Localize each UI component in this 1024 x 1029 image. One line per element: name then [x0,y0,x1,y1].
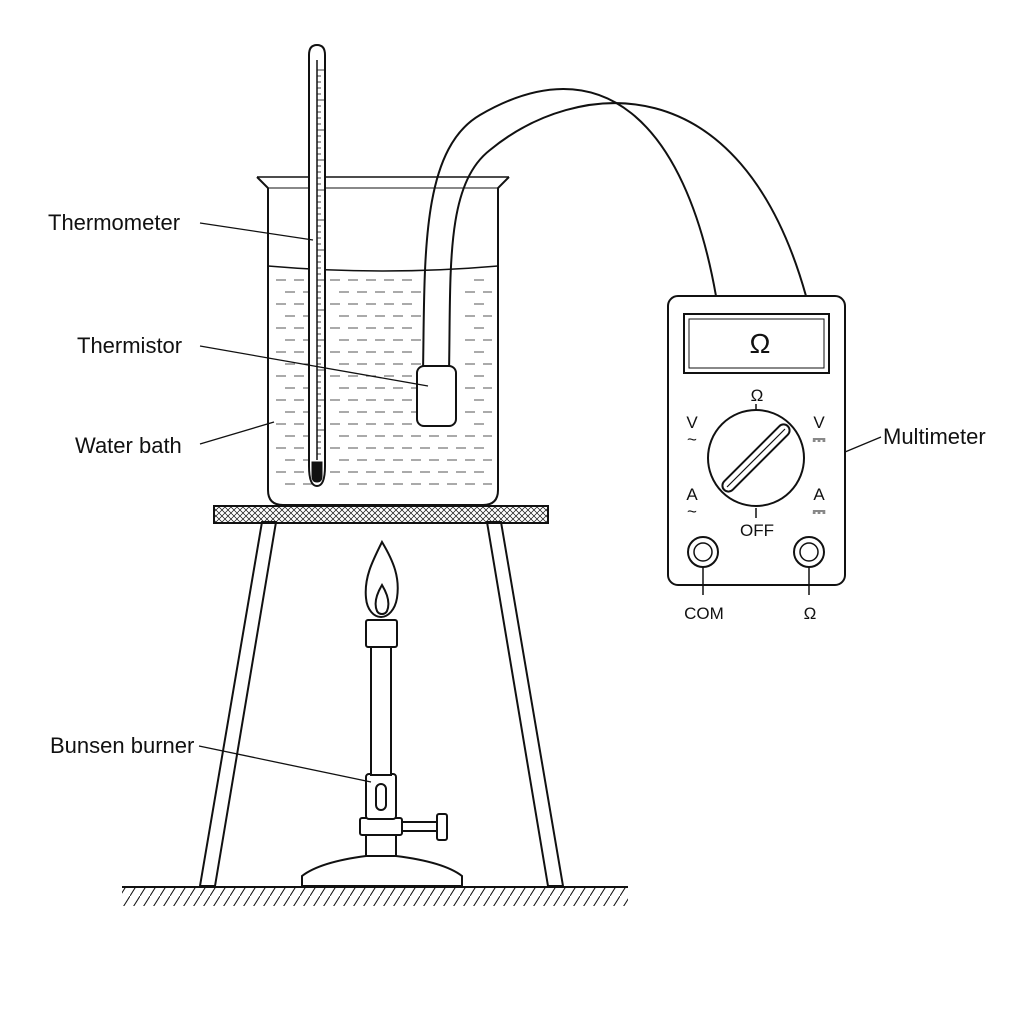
thermistor-cable [422,88,807,373]
dial-ohm-label: Ω [751,386,764,405]
thermometer-label: Thermometer [48,210,180,235]
thermometer-leader [199,222,314,241]
dial-pointer [721,423,791,493]
ac-voltage-symbol: ~ [687,430,697,449]
multimeter-display: Ω [750,328,771,359]
bunsen-burner-leader [198,745,372,783]
water-surface-dashes [276,279,492,485]
water-bath-label: Water bath [75,433,182,458]
ac-current-label: A [686,485,698,504]
com-terminal-label: COM [684,604,724,623]
multimeter [667,295,846,595]
dial-off-label: OFF [740,521,774,540]
thermistor [416,365,457,427]
thermometer-bulb [311,461,323,483]
beaker [256,176,510,506]
dc-voltage-label: V [813,413,825,432]
tripod-stand [198,505,565,887]
thermometer-scale [317,69,324,455]
bunsen-burner-label: Bunsen burner [50,733,194,758]
com-terminal[interactable] [687,536,719,568]
water-bath-leader [199,421,275,445]
flame [364,539,399,619]
thermometer [308,43,326,488]
dc-current-label: A [813,485,825,504]
thermistor-label: Thermistor [77,333,182,358]
ground [122,886,628,906]
ohm-terminal-label: Ω [804,604,817,623]
multimeter-leader [844,436,882,453]
ac-voltage-label: V [686,413,698,432]
dc-voltage-symbol: ⎓ [812,430,826,449]
thermistor-leader [199,345,429,387]
ohm-terminal[interactable] [793,536,825,568]
bunsen-burner [301,539,463,887]
multimeter-label: Multimeter [883,424,986,449]
inner-flame [374,583,390,615]
dc-current-symbol: ⎓ [812,502,826,521]
leader-lines [198,222,882,783]
ac-current-symbol: ~ [687,502,697,521]
